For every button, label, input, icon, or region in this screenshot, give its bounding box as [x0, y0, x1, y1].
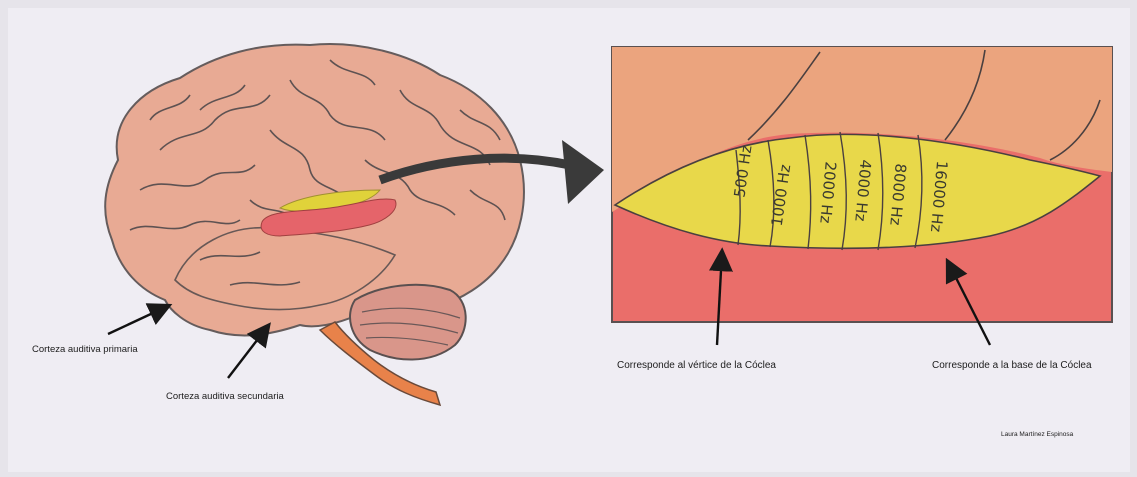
label-base: Corresponde a la base de la Cóclea — [932, 360, 1092, 371]
label-primary-cortex: Corteza auditiva primaria — [32, 344, 138, 355]
tonotopic-panel: 500 Hz 1000 Hz 2000 Hz 4000 Hz 8000 Hz 1… — [612, 47, 1112, 322]
author-signature: Laura Martínez Espinosa — [1001, 431, 1073, 438]
label-secondary-cortex: Corteza auditiva secundaria — [166, 391, 284, 402]
label-apex: Corresponde al vértice de la Cóclea — [617, 360, 776, 371]
cerebellum — [350, 285, 466, 360]
